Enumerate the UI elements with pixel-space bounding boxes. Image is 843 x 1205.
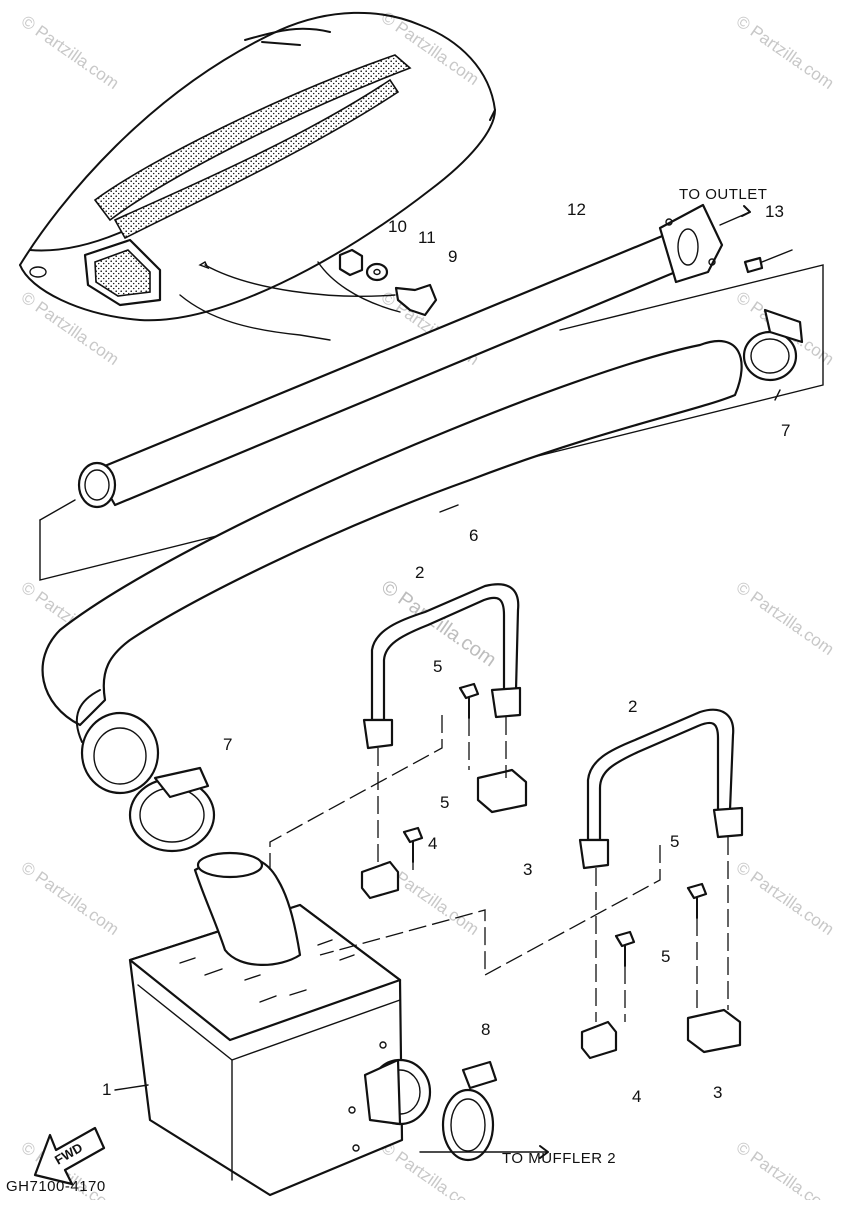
- clip-part-4: [360, 860, 618, 1060]
- callout-5: 5: [661, 947, 670, 966]
- bolt-nut-washer-set: [317, 248, 438, 317]
- washer-part-11: [365, 262, 389, 282]
- callout-3: 3: [713, 1083, 722, 1102]
- watermark: © Partzilla.com: [18, 288, 123, 369]
- callout-7: 7: [781, 421, 790, 440]
- fwd-arrow-icon: FWD: [33, 1126, 106, 1186]
- callout-4: 4: [428, 834, 437, 853]
- bracket-part-2-right: [578, 708, 744, 870]
- callout-12: 12: [567, 200, 586, 219]
- damper-part-3: [476, 768, 742, 1054]
- callout-numbers: 1 2 2 3 3 4 4 5 5 5 5 6 7 7 8 9 10 11 12…: [102, 200, 790, 1106]
- watermark: © Partzilla.com: [733, 12, 838, 93]
- hose-clamp-part-7-lower: [128, 766, 216, 853]
- callout-7: 7: [223, 735, 232, 754]
- bolt-part-9: [394, 283, 438, 317]
- hose-clamp-part-8: [441, 1060, 498, 1162]
- callout-3: 3: [523, 860, 532, 879]
- watercraft-hull-illustration: [19, 11, 496, 341]
- callout-4: 4: [632, 1087, 641, 1106]
- callout-5: 5: [433, 657, 442, 676]
- callout-10: 10: [388, 217, 407, 236]
- hose-clamp-part-7-upper: [742, 308, 804, 382]
- watermark: © Partzilla.com: [733, 858, 838, 939]
- outlet-pipe-part-12: [77, 203, 793, 509]
- watermark: © Partzilla.com: [733, 1138, 838, 1200]
- watermark: © Partzilla.com: [378, 8, 483, 89]
- callout-5: 5: [440, 793, 449, 812]
- bracket-part-2-left: [362, 583, 522, 750]
- callout-2: 2: [628, 697, 637, 716]
- callout-13: 13: [765, 202, 784, 221]
- muffler-vent-slots: [179, 939, 355, 1003]
- callout-5: 5: [670, 832, 679, 851]
- watermark: © Partzilla.com: [18, 858, 123, 939]
- diagram-code: GH7100-4170: [6, 1178, 106, 1195]
- callout-9: 9: [448, 247, 457, 266]
- watermark: © Partzilla.com: [733, 578, 838, 659]
- nut-part-10: [338, 248, 364, 277]
- clip-part-13: [743, 256, 764, 274]
- callout-6: 6: [469, 526, 478, 545]
- watermark: © Partzilla.com: [18, 12, 123, 93]
- callout-8: 8: [481, 1020, 490, 1039]
- bolt-part-5: [402, 682, 708, 967]
- assembly-panel-outline: [39, 264, 824, 581]
- muffler-part-1: [128, 851, 432, 1197]
- note-to-outlet: TO OUTLET: [679, 186, 767, 203]
- exhaust-hose-part-6: [41, 339, 743, 795]
- callout-2: 2: [415, 563, 424, 582]
- assembly-lines: [114, 389, 781, 1159]
- callout-1: 1: [102, 1080, 111, 1099]
- note-to-muffler: TO MUFFLER 2: [502, 1150, 616, 1167]
- callout-11: 11: [418, 228, 436, 247]
